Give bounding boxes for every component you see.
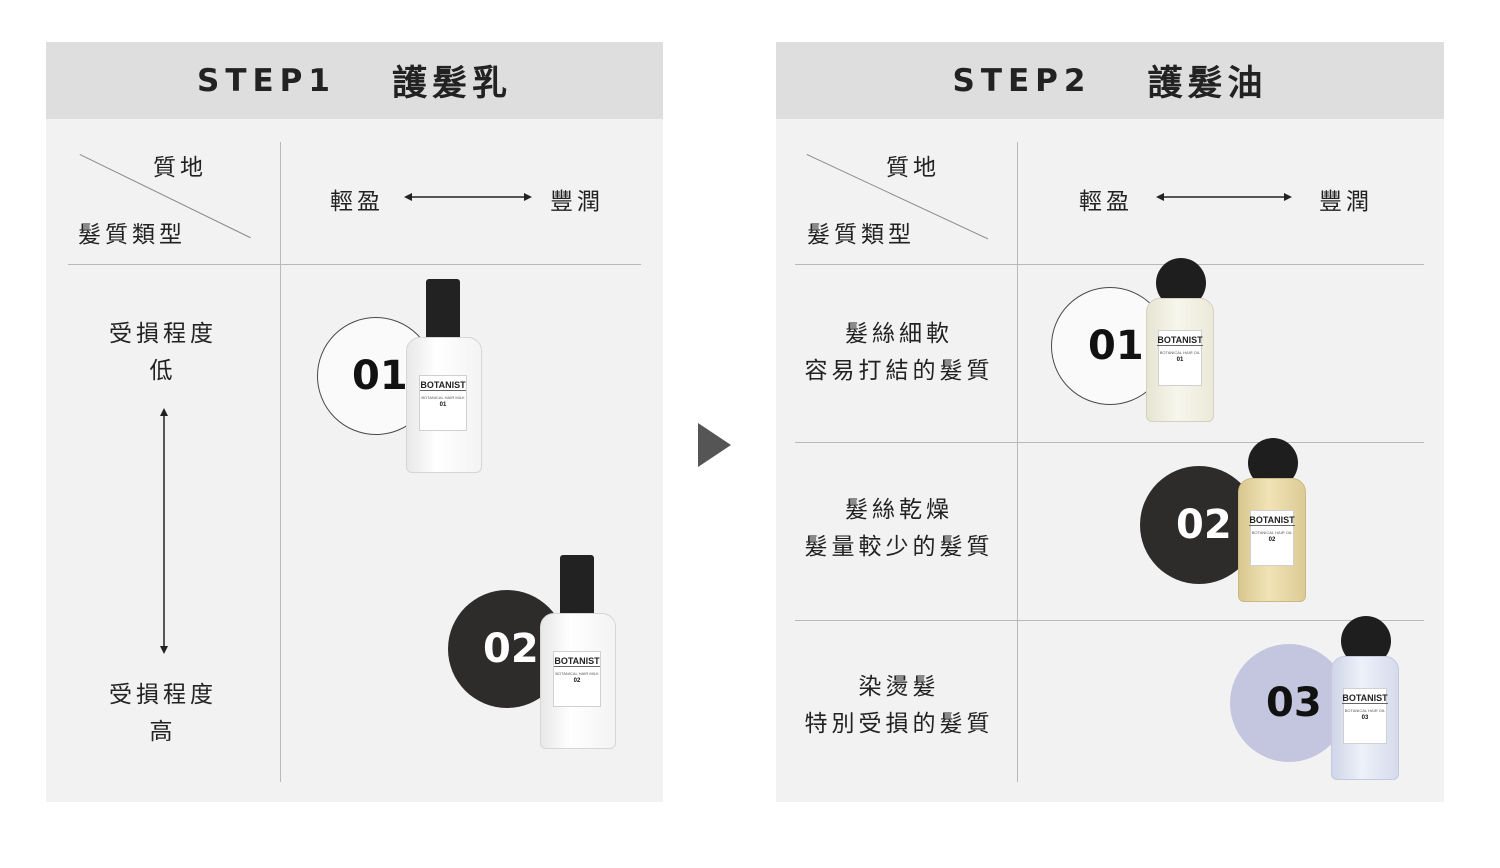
hair-oil-bottle-icon: BOTANIST BOTANICAL HAIR OIL 01 bbox=[1146, 258, 1216, 424]
label-number: 01 bbox=[439, 402, 447, 408]
product-type: BOTANICAL HAIR OIL bbox=[1251, 530, 1293, 535]
product-type: BOTANICAL HAIR OIL bbox=[1344, 708, 1386, 713]
label-number: 01 bbox=[1176, 357, 1184, 363]
double-arrow-vertical-icon bbox=[160, 408, 168, 654]
texture-rich-label: 豐潤 bbox=[550, 189, 604, 215]
hair-milk-bottle-icon: BOTANIST BOTANICAL HAIR MILK 01 bbox=[406, 279, 484, 473]
label-number: 02 bbox=[573, 678, 581, 684]
product-type: BOTANICAL HAIR MILK bbox=[555, 671, 599, 676]
step2-panel: STEP2 護髮油 質地 髮質類型 輕盈 豐潤 髮絲細軟 容易打結的髮質 髮絲乾… bbox=[776, 42, 1444, 802]
damage-low-label: 受損程度 低 bbox=[108, 316, 218, 390]
brand-name: BOTANIST bbox=[1342, 693, 1388, 704]
product-label: BOTANIST BOTANICAL HAIR MILK 02 bbox=[553, 651, 601, 707]
damage-low-line2: 低 bbox=[149, 358, 177, 384]
grid-horizontal-line bbox=[68, 264, 641, 265]
step1-panel: STEP1 護髮乳 質地 髮質類型 輕盈 豐潤 受損程度 低 受損程度 高 01… bbox=[46, 42, 663, 802]
grid-vertical-line bbox=[1017, 142, 1018, 782]
step2-label: STEP2 bbox=[952, 62, 1092, 99]
label-number: 02 bbox=[1268, 537, 1276, 543]
hair-type-line1: 髮絲細軟 bbox=[845, 321, 953, 347]
hair-oil-bottle-icon: BOTANIST BOTANICAL HAIR OIL 02 bbox=[1238, 438, 1308, 604]
hair-milk-bottle-icon: BOTANIST BOTANICAL HAIR MILK 02 bbox=[540, 555, 618, 749]
step2-name: 護髮油 bbox=[1147, 64, 1268, 104]
damage-high-line1: 受損程度 bbox=[109, 682, 217, 708]
grid-vertical-line bbox=[280, 142, 281, 782]
product-type: BOTANICAL HAIR MILK bbox=[421, 395, 465, 400]
hair-type-row: 髮絲細軟 容易打結的髮質 bbox=[794, 316, 1004, 390]
hair-type-row: 髮絲乾燥 髮量較少的髮質 bbox=[794, 492, 1004, 566]
product-number-badge: 03 bbox=[1230, 644, 1348, 762]
hair-type-line2: 特別受損的髮質 bbox=[804, 711, 994, 737]
corner-hairtype-label: 髮質類型 bbox=[78, 222, 186, 248]
corner-hairtype-label: 髮質類型 bbox=[807, 222, 915, 248]
hair-type-line1: 髮絲乾燥 bbox=[845, 497, 953, 523]
product-type: BOTANICAL HAIR OIL bbox=[1159, 350, 1201, 355]
corner-texture-label: 質地 bbox=[153, 155, 207, 181]
corner-texture-label: 質地 bbox=[886, 155, 940, 181]
brand-name: BOTANIST bbox=[554, 656, 600, 667]
brand-name: BOTANIST bbox=[1157, 335, 1203, 346]
hair-type-line1: 染燙髮 bbox=[858, 674, 940, 700]
double-arrow-horizontal-icon bbox=[1156, 193, 1292, 201]
texture-light-label: 輕盈 bbox=[1079, 189, 1133, 215]
grid-horizontal-line bbox=[795, 620, 1424, 621]
step1-header: STEP1 護髮乳 bbox=[46, 42, 663, 119]
grid-horizontal-line bbox=[795, 264, 1424, 265]
product-label: BOTANIST BOTANICAL HAIR MILK 01 bbox=[419, 375, 467, 431]
product-label: BOTANIST BOTANICAL HAIR OIL 02 bbox=[1249, 510, 1295, 566]
hair-type-line2: 髮量較少的髮質 bbox=[804, 534, 994, 560]
product-label: BOTANIST BOTANICAL HAIR OIL 03 bbox=[1342, 688, 1388, 744]
label-number: 03 bbox=[1361, 715, 1369, 721]
brand-name: BOTANIST bbox=[420, 380, 466, 391]
hair-type-row: 染燙髮 特別受損的髮質 bbox=[794, 669, 1004, 743]
damage-high-line2: 高 bbox=[149, 719, 177, 745]
product-label: BOTANIST BOTANICAL HAIR OIL 01 bbox=[1157, 330, 1203, 386]
hair-type-line2: 容易打結的髮質 bbox=[804, 358, 994, 384]
brand-name: BOTANIST bbox=[1249, 515, 1295, 526]
hair-oil-bottle-icon: BOTANIST BOTANICAL HAIR OIL 03 bbox=[1331, 616, 1401, 782]
texture-rich-label: 豐潤 bbox=[1319, 189, 1373, 215]
double-arrow-horizontal-icon bbox=[404, 193, 532, 201]
step1-name: 護髮乳 bbox=[391, 64, 512, 104]
damage-high-label: 受損程度 高 bbox=[108, 677, 218, 751]
damage-low-line1: 受損程度 bbox=[109, 321, 217, 347]
texture-light-label: 輕盈 bbox=[330, 189, 384, 215]
step1-label: STEP1 bbox=[197, 62, 336, 99]
step2-header: STEP2 護髮油 bbox=[776, 42, 1444, 119]
play-triangle-icon bbox=[698, 423, 731, 467]
grid-horizontal-line bbox=[795, 442, 1424, 443]
